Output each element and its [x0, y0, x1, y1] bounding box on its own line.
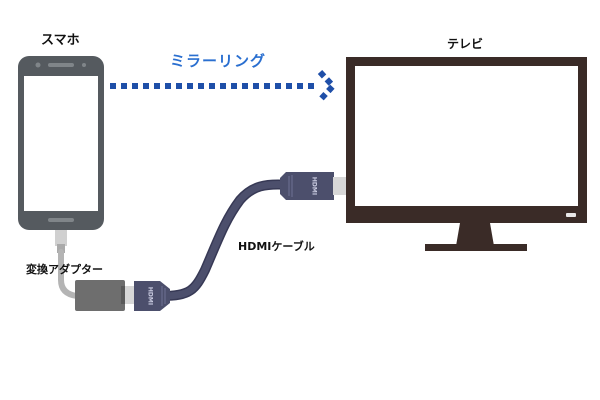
hdmi-cable-icon: HDMI HDMI — [125, 172, 347, 311]
tv-stand-neck — [456, 223, 494, 246]
phone-label: スマホ — [41, 33, 80, 48]
hdmi-connector-adapter: HDMI — [125, 281, 170, 311]
phone-usb-collar — [57, 244, 65, 253]
tv-label: テレビ — [447, 37, 484, 51]
smartphone-icon — [18, 56, 104, 230]
adapter-body — [75, 280, 125, 311]
tv-stand-base — [425, 244, 527, 251]
hdmi-plug-metal-tv — [333, 177, 347, 195]
hdmi-plug-metal-adapter — [125, 286, 135, 304]
tv-screen — [355, 66, 578, 206]
mirroring-label: ミラーリング — [170, 52, 267, 70]
hdmi-plug-housing-tv — [280, 172, 334, 200]
hdmi-mark-adapter: HDMI — [147, 287, 154, 305]
adapter-cord — [58, 249, 80, 299]
arrow-head — [317, 69, 338, 103]
adapter-icon — [75, 280, 131, 311]
hdmi-cable-label: HDMIケーブル — [238, 240, 315, 253]
phone-sensor — [82, 63, 86, 67]
phone-bottom-bar — [48, 218, 74, 222]
television-icon — [346, 57, 587, 251]
adapter-label: 変換アダプター — [26, 263, 103, 276]
adapter-cable — [55, 230, 80, 299]
hdmi-plug-housing-adapter — [134, 281, 170, 311]
hdmi-mark-tv: HDMI — [311, 177, 318, 195]
hdmi-cord — [158, 180, 294, 300]
phone-speaker — [48, 63, 74, 67]
phone-usb-plug — [55, 230, 67, 246]
phone-camera — [35, 62, 41, 68]
hdmi-connector-tv: HDMI — [280, 172, 347, 200]
dotted-arrow-right-icon — [110, 69, 338, 103]
tv-power-light — [566, 213, 576, 217]
phone-screen — [24, 76, 98, 211]
